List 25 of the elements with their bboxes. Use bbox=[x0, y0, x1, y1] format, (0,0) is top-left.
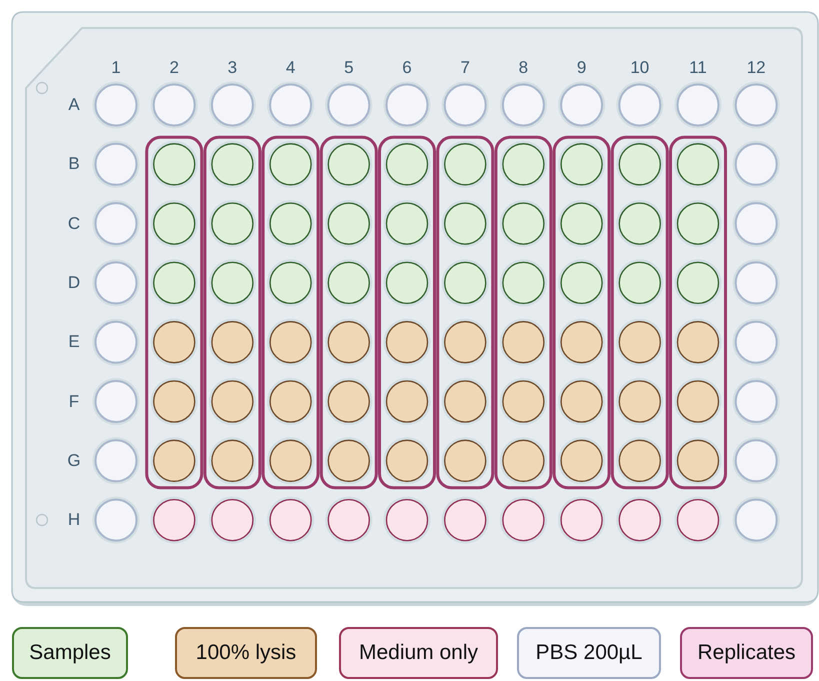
legend-item: Samples bbox=[12, 627, 128, 679]
column-label: 3 bbox=[226, 58, 238, 78]
column-label: 4 bbox=[284, 58, 296, 78]
column-label: 9 bbox=[576, 58, 588, 78]
row-label: A bbox=[67, 95, 81, 115]
column-label: 5 bbox=[343, 58, 355, 78]
column-label: 7 bbox=[459, 58, 471, 78]
column-label: 11 bbox=[688, 58, 708, 78]
column-label: 2 bbox=[168, 58, 180, 78]
column-label: 6 bbox=[401, 58, 413, 78]
legend-item: Replicates bbox=[680, 627, 813, 679]
row-label: F bbox=[68, 392, 80, 412]
row-label: D bbox=[66, 272, 82, 293]
column-label: 10 bbox=[629, 58, 650, 78]
row-label: B bbox=[67, 154, 81, 174]
row-label: C bbox=[66, 214, 82, 234]
legend-item: Medium only bbox=[339, 627, 498, 679]
column-label: 1 bbox=[110, 58, 122, 78]
legend-item: PBS 200µL bbox=[517, 627, 661, 679]
column-label: 8 bbox=[518, 58, 530, 78]
row-label: G bbox=[66, 450, 82, 471]
row-label: E bbox=[67, 332, 81, 352]
column-label: 12 bbox=[746, 58, 767, 78]
legend-item: 100% lysis bbox=[175, 627, 317, 679]
row-label: H bbox=[66, 510, 82, 530]
